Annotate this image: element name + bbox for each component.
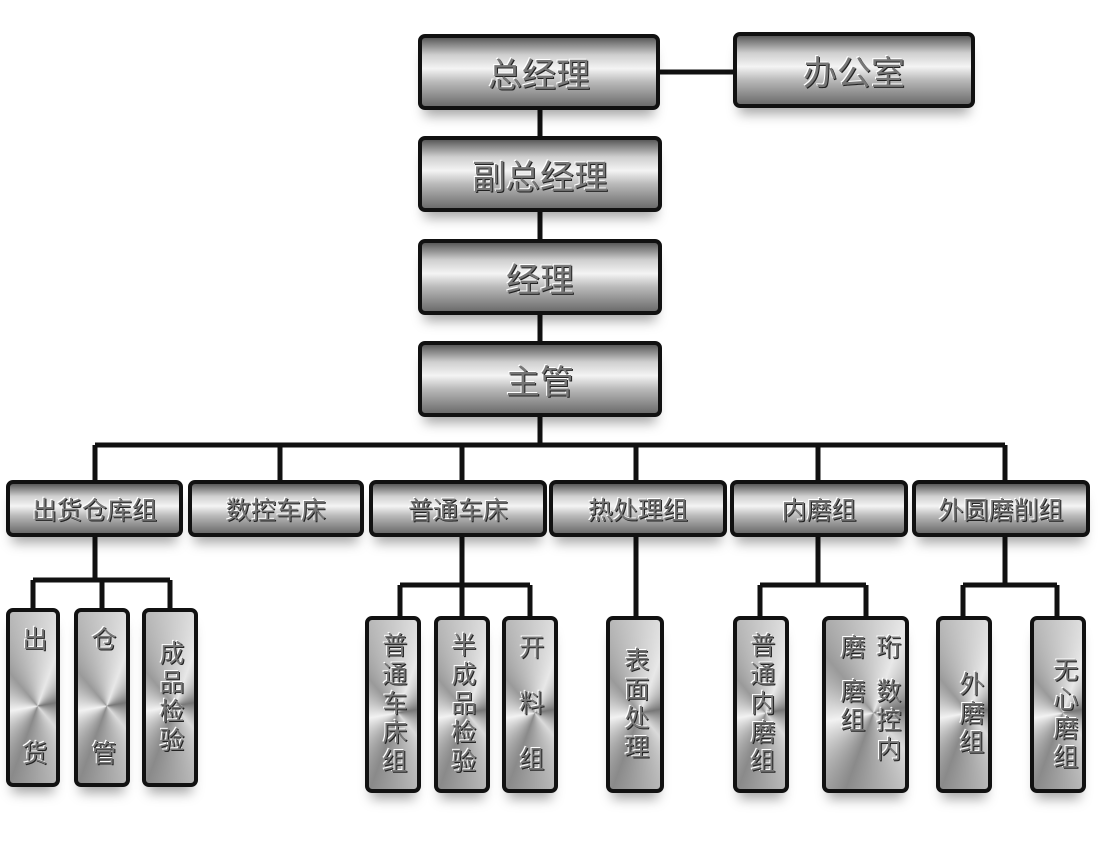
leaf-semi-inspection: 半成品检验 <box>434 616 490 793</box>
group-lathe: 普通车床 <box>369 480 547 537</box>
node-label: 仓 <box>88 626 117 655</box>
node-label: 普通车床 <box>407 495 508 525</box>
node-label: 珩磨 <box>837 634 902 663</box>
leaf-shipping: 出货 <box>6 608 60 787</box>
node-label: 成品检验 <box>156 639 185 756</box>
leaf-lathe-group: 普通车床组 <box>365 616 421 793</box>
group-external-grinding: 外圆磨削组 <box>912 480 1090 537</box>
node-label: 出 <box>19 626 48 655</box>
node-label: 数控内磨组 <box>837 678 902 766</box>
leaf-final-inspection: 成品检验 <box>142 608 198 787</box>
node-supervisor: 主管 <box>418 341 662 417</box>
node-label: 外磨组 <box>956 671 985 758</box>
node-label: 表面处理 <box>621 646 650 763</box>
leaf-centerless-grinding: 无心磨组 <box>1030 616 1086 793</box>
node-office: 办公室 <box>733 32 975 108</box>
group-heat-treatment: 热处理组 <box>549 480 727 537</box>
leaf-cutting: 开料组 <box>502 616 558 793</box>
node-label: 普通内磨组 <box>747 632 776 777</box>
node-deputy-gm: 副总经理 <box>418 136 662 212</box>
node-label: 半成品检验 <box>448 632 477 777</box>
node-label: 办公室 <box>803 53 905 94</box>
node-label: 开 <box>516 634 545 663</box>
node-label: 货 <box>19 740 48 769</box>
leaf-internal-grinding: 普通内磨组 <box>733 616 789 793</box>
node-label: 管 <box>88 740 117 769</box>
node-label: 无心磨组 <box>1050 656 1079 773</box>
node-manager: 经理 <box>418 239 662 315</box>
group-cnc-lathe: 数控车床 <box>188 480 364 537</box>
node-label: 主管 <box>506 362 574 403</box>
node-label: 内磨组 <box>781 495 857 525</box>
leaf-surface-treatment: 表面处理 <box>606 616 664 793</box>
node-label: 总经理 <box>488 55 590 96</box>
node-general-manager: 总经理 <box>418 34 660 110</box>
node-label: 组 <box>516 746 545 775</box>
node-label: 出货仓库组 <box>31 495 157 525</box>
group-internal-grinding: 内磨组 <box>730 480 908 537</box>
node-label: 热处理组 <box>587 495 688 525</box>
leaf-warehouse: 仓管 <box>74 608 130 787</box>
node-label: 数控车床 <box>225 495 326 525</box>
node-label: 外圆磨削组 <box>938 495 1064 525</box>
node-label: 副总经理 <box>472 157 608 198</box>
node-label: 普通车床组 <box>379 632 408 777</box>
leaf-cnc-internal-honing: 珩磨数控内磨组 <box>822 616 909 793</box>
group-shipping-warehouse: 出货仓库组 <box>6 480 183 537</box>
node-label: 料 <box>516 690 545 719</box>
leaf-external-grinding: 外磨组 <box>936 616 992 793</box>
node-label: 经理 <box>506 260 574 301</box>
